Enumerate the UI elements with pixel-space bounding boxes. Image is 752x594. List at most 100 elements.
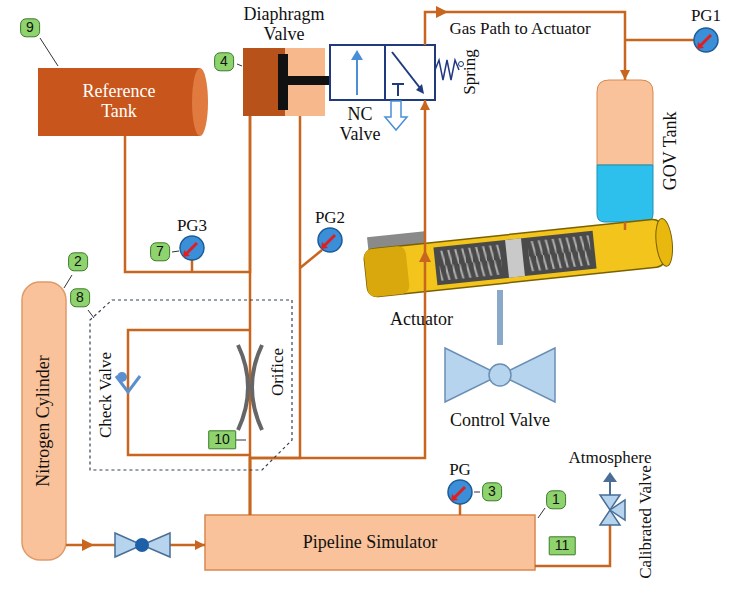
vent-head (603, 472, 617, 482)
nitrogen-cylinder-body (22, 282, 66, 560)
leader-lines (40, 38, 545, 518)
actuator-piston (505, 238, 525, 277)
gov-tank-body (597, 80, 653, 222)
leader-line (236, 440, 246, 441)
part-label: Calibrated Valve (637, 465, 656, 578)
control-valve-hub (489, 364, 511, 386)
component-box: Pipeline Simulator (205, 515, 535, 570)
callout-number: 1 (546, 490, 566, 509)
pressure-gauge (694, 28, 718, 52)
pressure-gauge (318, 228, 342, 252)
callout-number: 4 (214, 52, 234, 71)
actuator-spring (438, 245, 503, 281)
blocked-port (392, 83, 404, 85)
gas-line (250, 100, 425, 515)
flow-arrow-head (351, 50, 363, 60)
exhaust-arrow (385, 101, 407, 130)
blocked-port (397, 84, 399, 96)
pressure-gauge (180, 236, 204, 260)
gas-line (250, 116, 300, 515)
bypass-pipe (128, 330, 250, 455)
leader-line (40, 38, 58, 66)
actuator-illustration (362, 206, 675, 298)
gas-line (624, 222, 627, 230)
component-box: Reference Tank (38, 68, 200, 136)
part-label: PG2 (315, 209, 345, 228)
component-label: Control Valve (445, 411, 555, 431)
gas-line (425, 12, 625, 80)
connector-layer (66, 12, 625, 545)
tank-end (192, 68, 208, 136)
actuator-cutaway (433, 231, 596, 286)
calibrated-valve-symbol (600, 495, 625, 525)
callout-number: 7 (150, 242, 170, 261)
tank-gas-part (597, 80, 653, 165)
pipeline-simulator-body (205, 515, 535, 570)
valve-block (385, 45, 435, 100)
component-label: Diaphragm Valve (229, 5, 339, 45)
callout-number: 8 (70, 288, 90, 307)
component-box: GOV Tank (597, 80, 653, 222)
component-label: Pipeline Simulator (303, 533, 438, 553)
callout-number: 2 (68, 252, 88, 271)
component-box: Nitrogen Cylinder (22, 282, 66, 560)
actuator-spring (527, 235, 592, 271)
orifice-symbol (238, 345, 262, 430)
valve-stem (285, 76, 330, 85)
gauge-face (448, 480, 472, 504)
callout-number: 3 (482, 482, 502, 501)
tank-liquid-part (597, 165, 653, 222)
leader-line (237, 64, 242, 66)
check-valve-symbol (116, 372, 140, 392)
leader-line (538, 508, 545, 518)
component-label: NC Valve (330, 105, 390, 145)
flow-arrow-head (419, 250, 431, 262)
actuator-cap (654, 218, 675, 267)
gauge-needle (324, 235, 335, 246)
component-label: Reference Tank (69, 82, 169, 122)
valve-ball (135, 538, 149, 552)
gauge-pipe (625, 39, 694, 42)
group-outline (90, 300, 292, 470)
orifice-wall (238, 345, 248, 430)
cylinder-shell (22, 282, 66, 560)
part-label: Orifice (269, 348, 288, 396)
gauge-pipe (191, 260, 194, 272)
gauge-face (318, 228, 342, 252)
flow-arrow-head (436, 6, 448, 18)
part-label: PG1 (691, 7, 721, 26)
gauge-face (180, 236, 204, 260)
part-label: PG (449, 461, 471, 480)
simulator-box (205, 515, 535, 570)
diaphragm-valve-body (243, 48, 330, 116)
leader-line (64, 275, 72, 288)
gauge-face (694, 28, 718, 52)
part-label: Check Valve (97, 352, 116, 438)
component-box: Actuator (360, 230, 665, 290)
actuator-housing (363, 218, 666, 297)
actuator-gearbox (363, 245, 410, 297)
part-label: PG3 (177, 217, 207, 236)
callout-number: 9 (20, 18, 40, 37)
component-label: Actuator (390, 310, 453, 330)
gauge-needle (454, 487, 465, 498)
gas-line (125, 116, 250, 272)
edge-label: Gas Path to Actuator (447, 20, 592, 39)
part-label: Atmosphere (568, 449, 651, 468)
flow-arrow (392, 52, 420, 88)
callout-number: 10 (208, 430, 236, 449)
gauge-pipe (459, 504, 462, 515)
component-box: Control Valve (445, 345, 555, 405)
spring-symbol (435, 60, 459, 80)
flow-arrow-head (82, 539, 94, 551)
component-box: NC Valve (330, 45, 460, 100)
reference-tank-body (38, 68, 208, 136)
tank-shell (38, 68, 200, 136)
leader-line (474, 492, 480, 493)
control-valve-symbol (445, 348, 555, 402)
part-label: Spring (461, 49, 480, 94)
gauge-needle-tip (321, 242, 328, 249)
callout-number: 11 (549, 536, 576, 555)
pipework (128, 40, 694, 566)
